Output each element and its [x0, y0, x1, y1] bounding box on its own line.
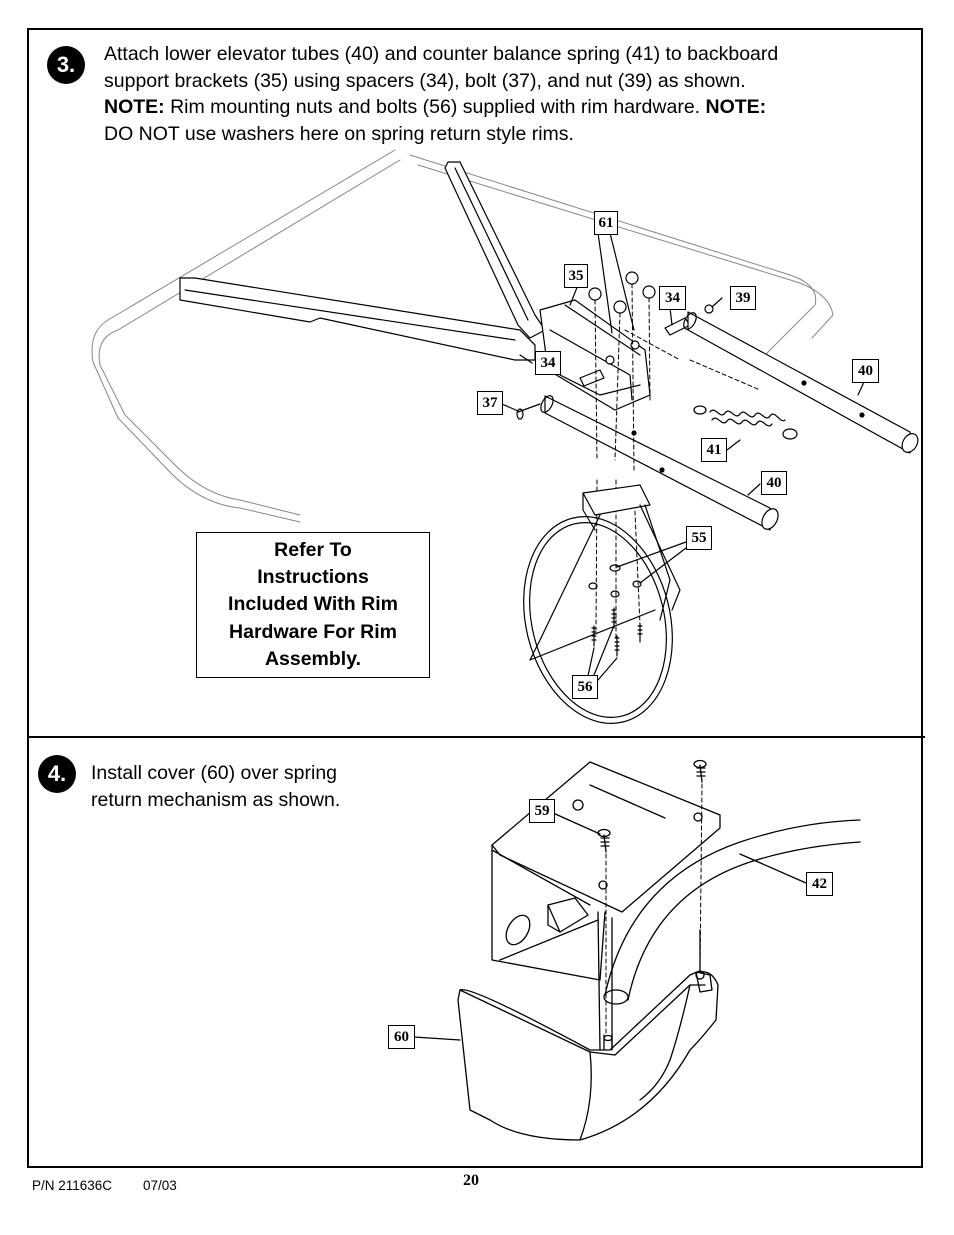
callout-56: 56 — [572, 675, 598, 699]
callout-37: 37 — [477, 391, 503, 415]
step-4-number: 4. — [47, 761, 67, 786]
note-label-1: NOTE: — [104, 96, 165, 118]
callout-59: 59 — [529, 799, 555, 823]
note-text-1: Rim mounting nuts and bolts (56) supplie… — [164, 96, 706, 118]
step-3-badge: 3. — [47, 46, 85, 84]
callout-40-lower-label: 40 — [766, 474, 782, 491]
callout-39-label: 39 — [735, 289, 751, 306]
callout-61-label: 61 — [598, 214, 614, 231]
callout-60-label: 60 — [394, 1028, 409, 1045]
callout-61: 61 — [594, 211, 618, 235]
callout-34-lower-label: 34 — [540, 354, 556, 371]
step-3-line-1: Attach lower elevator tubes (40) and cou… — [104, 43, 779, 65]
step-4-line-2: return mechanism as shown. — [91, 788, 341, 811]
note-label-2: NOTE: — [705, 96, 767, 118]
callout-41: 41 — [701, 438, 727, 462]
step-3-instructions: Attach lower elevator tubes (40) and cou… — [104, 41, 778, 147]
step-3-number: 3. — [56, 52, 76, 77]
step-3-line-2: support brackets (35) using spacers (34)… — [104, 69, 746, 92]
step-4-instructions: Install cover (60) over spring return me… — [91, 760, 340, 813]
callout-34-lower: 34 — [535, 351, 561, 375]
step-4-badge: 4. — [38, 755, 76, 793]
part-number: P/N 211636C — [32, 1178, 113, 1193]
refer-line-5: Assembly. — [264, 647, 362, 670]
step-divider — [27, 736, 925, 738]
refer-line-2: Instructions — [257, 566, 369, 589]
refer-line-3: Included With Rim — [228, 593, 398, 616]
refer-to-instructions-box: Refer To Instructions Included With Rim … — [196, 532, 430, 678]
page-number: 20 — [463, 1172, 479, 1189]
callout-55: 55 — [686, 526, 712, 550]
callout-35: 35 — [564, 264, 588, 288]
step-3-line-4: DO NOT use washers here on spring return… — [104, 122, 574, 145]
callout-34-upper-label: 34 — [665, 289, 680, 306]
revision-date: 07/03 — [143, 1178, 177, 1193]
callout-40-lower: 40 — [761, 471, 787, 495]
callout-39: 39 — [730, 286, 756, 310]
step-3-line-3: NOTE: Rim mounting nuts and bolts (56) s… — [104, 94, 778, 121]
refer-line-4: Hardware For Rim — [229, 620, 397, 643]
callout-42: 42 — [806, 872, 833, 896]
callout-41-label: 41 — [706, 441, 722, 458]
callout-60: 60 — [388, 1025, 415, 1049]
refer-line-1: Refer To — [274, 538, 352, 561]
page-frame — [27, 28, 923, 1168]
callout-37-label: 37 — [482, 394, 498, 411]
callout-59-label: 59 — [534, 802, 550, 819]
callout-40-upper-label: 40 — [858, 362, 873, 379]
callout-55-label: 55 — [691, 529, 707, 546]
callout-42-label: 42 — [812, 875, 827, 892]
callout-35-label: 35 — [568, 267, 584, 284]
callout-40-upper: 40 — [852, 359, 879, 383]
step-4-line-1: Install cover (60) over spring — [91, 762, 338, 784]
callout-56-label: 56 — [577, 678, 593, 695]
callout-34-upper: 34 — [659, 286, 686, 310]
